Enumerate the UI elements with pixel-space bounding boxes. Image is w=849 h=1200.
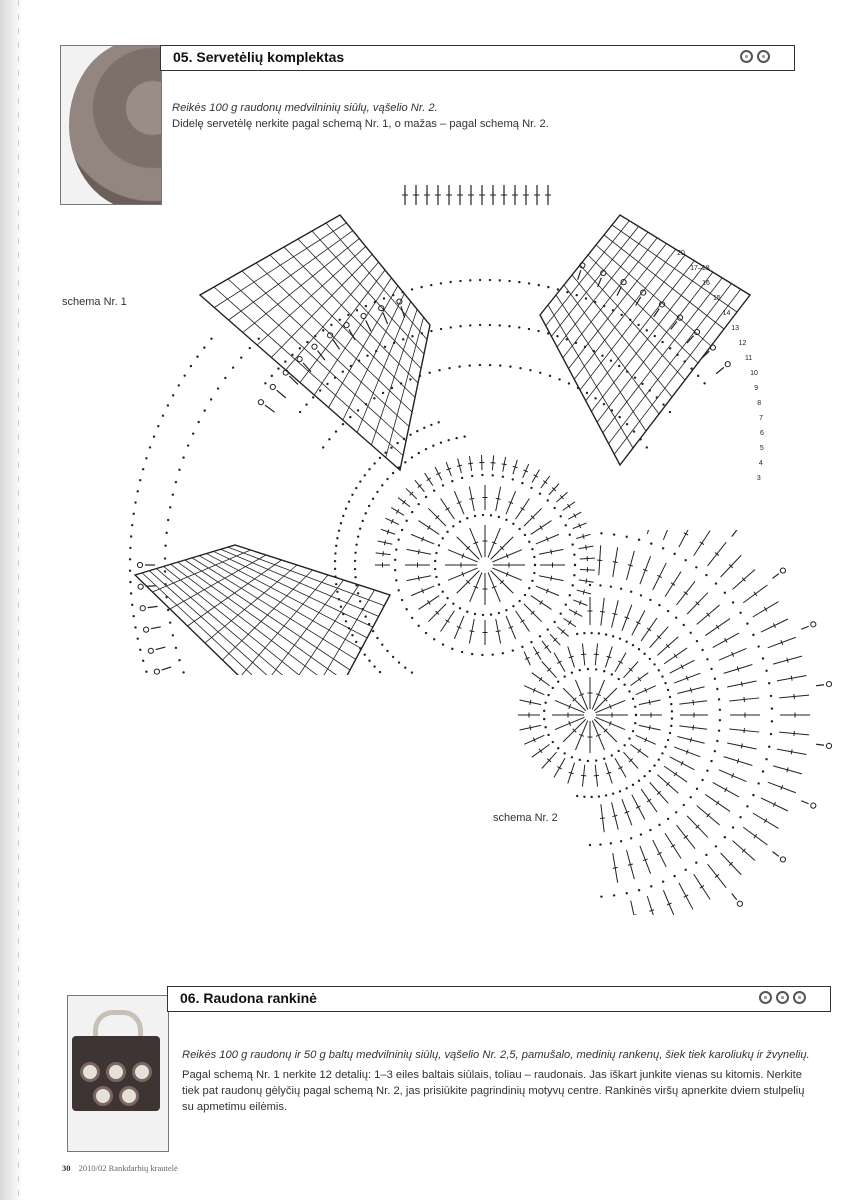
svg-text:6: 6 — [760, 430, 764, 437]
svg-text:3: 3 — [757, 475, 761, 482]
page-footer: 30 2010/02 Rankdarbių krautelė — [62, 1163, 178, 1173]
schema1-crochet-diagram: 3 4 5 6 7 8 9 10 11 12 13 14 15 16 17–18 20 — [128, 185, 764, 675]
difficulty-rating — [759, 991, 806, 1004]
bag-handle — [93, 1010, 143, 1049]
bag-photo-thumbnail — [67, 995, 169, 1152]
section2-title: 06. Raudona rankinė — [180, 990, 317, 1006]
svg-text:10: 10 — [750, 370, 758, 377]
yarn-ball-icon — [776, 991, 789, 1004]
schema2-crochet-diagram — [518, 530, 833, 915]
yarn-ball-icon — [793, 991, 806, 1004]
section2-materials: Reikės 100 g raudonų ir 50 g baltų medvi… — [182, 1049, 810, 1061]
page-number: 30 — [62, 1163, 71, 1173]
section2-header: 06. Raudona rankinė — [167, 986, 831, 1012]
bag-motif — [119, 1086, 139, 1106]
yarn-ball-icon — [740, 50, 753, 63]
yarn-ball-icon — [759, 991, 772, 1004]
svg-text:13: 13 — [731, 325, 739, 332]
page-binding-shadow — [0, 0, 22, 1200]
section1-materials: Reikės 100 g raudonų medvilninių siūlų, … — [172, 102, 438, 114]
yarn-ball-icon — [757, 50, 770, 63]
bag-motif — [93, 1086, 113, 1106]
bag-motif — [106, 1062, 126, 1082]
section2-intro: Reikės 100 g raudonų ir 50 g baltų medvi… — [182, 1047, 812, 1115]
svg-text:9: 9 — [754, 385, 758, 392]
svg-text:5: 5 — [760, 445, 764, 452]
svg-text:7: 7 — [759, 415, 763, 422]
svg-text:17–18: 17–18 — [690, 265, 710, 272]
bag-photo — [72, 1036, 160, 1111]
doily-photo — [69, 46, 161, 204]
section2-instructions: Pagal schemą Nr. 1 nerkite 12 detalių: 1… — [182, 1069, 805, 1113]
schema1-label: schema Nr. 1 — [62, 296, 127, 308]
issue-label: 2010/02 Rankdarbių krautelė — [78, 1163, 178, 1173]
section1-header: 05. Servetėlių komplektas — [160, 45, 795, 71]
svg-text:16: 16 — [702, 280, 710, 287]
schema2-label: schema Nr. 2 — [493, 812, 558, 824]
svg-text:11: 11 — [745, 355, 752, 362]
section1-intro: Reikės 100 g raudonų medvilninių siūlų, … — [172, 100, 732, 132]
svg-text:12: 12 — [739, 340, 747, 347]
bag-motif — [132, 1062, 152, 1082]
section1-instructions: Didelę servetėlę nerkite pagal schemą Nr… — [172, 118, 549, 130]
svg-text:14: 14 — [723, 310, 731, 317]
bag-motif — [80, 1062, 100, 1082]
svg-text:8: 8 — [757, 400, 761, 407]
binding-stitch-line — [18, 0, 19, 1200]
doily-photo-thumbnail — [60, 45, 162, 205]
svg-text:15: 15 — [713, 295, 721, 302]
difficulty-rating — [740, 50, 770, 63]
svg-text:20: 20 — [677, 250, 685, 257]
section1-title: 05. Servetėlių komplektas — [173, 49, 345, 65]
svg-text:4: 4 — [759, 460, 763, 467]
